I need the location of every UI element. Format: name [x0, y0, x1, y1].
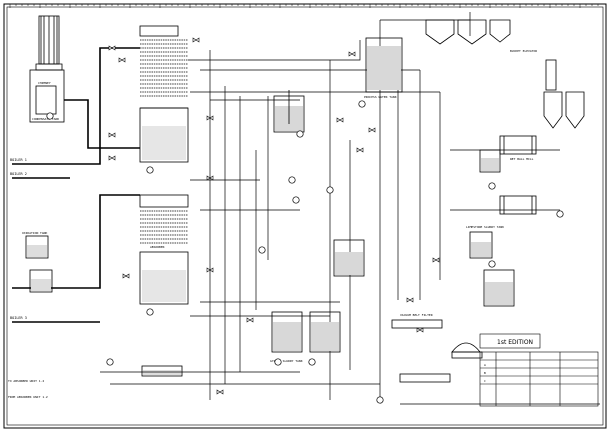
belt-filters — [391, 319, 483, 383]
pump-icon — [274, 358, 282, 366]
pump-icon — [146, 166, 154, 174]
oxidation-tanks — [25, 235, 183, 377]
valve-icon — [108, 155, 116, 161]
valve-icon — [206, 267, 214, 273]
agitated-tank-top — [273, 90, 305, 133]
pump-icon — [288, 176, 296, 184]
boiler-1-label: BOILER 1 — [10, 158, 27, 162]
boiler-lines — [12, 47, 140, 323]
gypsum-tank-label: GYPSUM SLURRY TANK — [270, 359, 303, 363]
rev-c: C — [484, 379, 486, 383]
valve-icon — [406, 297, 414, 303]
drawing-inner-border — [6, 6, 604, 426]
pump-icon — [376, 396, 384, 404]
pump-icon — [308, 358, 316, 366]
process-water-label: PROCESS WATER TANK — [364, 95, 397, 99]
valve-icon — [108, 132, 116, 138]
piping-network — [100, 12, 600, 405]
chimney-stack: CHIMNEY CONDENSATE TANK — [29, 15, 65, 123]
absorber-unit-1 — [139, 25, 189, 163]
limestone-tank-label: LIMESTONE SLURRY TANK — [466, 225, 504, 229]
valves — [108, 37, 440, 395]
valve-icon — [368, 127, 376, 133]
belt-filter-label: VACUUM BELT FILTER — [400, 313, 433, 317]
pump-icon — [106, 358, 114, 366]
valve-icon — [336, 117, 344, 123]
pump-icon — [292, 196, 300, 204]
oxidation-tank-label: OXIDATION TANK — [22, 231, 47, 235]
valve-icon — [108, 45, 116, 51]
boiler-2-label: BOILER 2 — [10, 172, 27, 176]
svg-text:CHIMNEY: CHIMNEY — [38, 81, 51, 85]
rev-b: B — [484, 371, 486, 375]
valve-icon — [192, 37, 200, 43]
limestone-slurry-tanks — [271, 239, 365, 353]
pump-icon — [488, 260, 496, 268]
pump-icon — [46, 112, 54, 120]
absorber-unit-2: ABSORBER — [139, 194, 189, 305]
to-absorber-label: TO ABSORBER UNIT 1.2 — [8, 379, 44, 383]
valve-icon — [206, 175, 214, 181]
valve-icon — [348, 51, 356, 57]
boiler-3-label: BOILER 3 — [10, 316, 27, 320]
valve-icon — [216, 389, 224, 395]
svg-text:CONDENSATE TANK: CONDENSATE TANK — [32, 117, 59, 121]
valve-icon — [206, 115, 214, 121]
valve-icon — [356, 147, 364, 153]
valve-icon — [122, 273, 130, 279]
bucket-elevator-label: BUCKET ELEVATOR — [510, 49, 537, 53]
wet-ball-mill-label: WET BALL MILL — [510, 157, 534, 161]
rev-a: A — [484, 363, 486, 367]
title-block — [479, 333, 599, 407]
from-absorber-label: FROM ABSORBER UNIT 1.2 — [8, 395, 48, 399]
pump-icon — [296, 130, 304, 138]
process-water-tank — [365, 37, 403, 93]
pump-icon — [258, 246, 266, 254]
pump-icon — [358, 100, 366, 108]
drawing-border — [3, 3, 607, 429]
valve-icon — [432, 257, 440, 263]
valve-icon — [416, 327, 424, 333]
pump-icon — [556, 210, 564, 218]
pump-icon — [488, 182, 496, 190]
top-ruler — [9, 4, 599, 8]
absorber-label: ABSORBER — [150, 245, 165, 249]
edition-label: 1st EDITION — [497, 339, 533, 346]
pumps — [46, 100, 564, 404]
valve-icon — [118, 57, 126, 63]
valve-icon — [246, 317, 254, 323]
pump-icon — [146, 308, 154, 316]
silos — [425, 19, 585, 129]
pump-icon — [326, 186, 334, 194]
ball-mills — [469, 135, 537, 307]
